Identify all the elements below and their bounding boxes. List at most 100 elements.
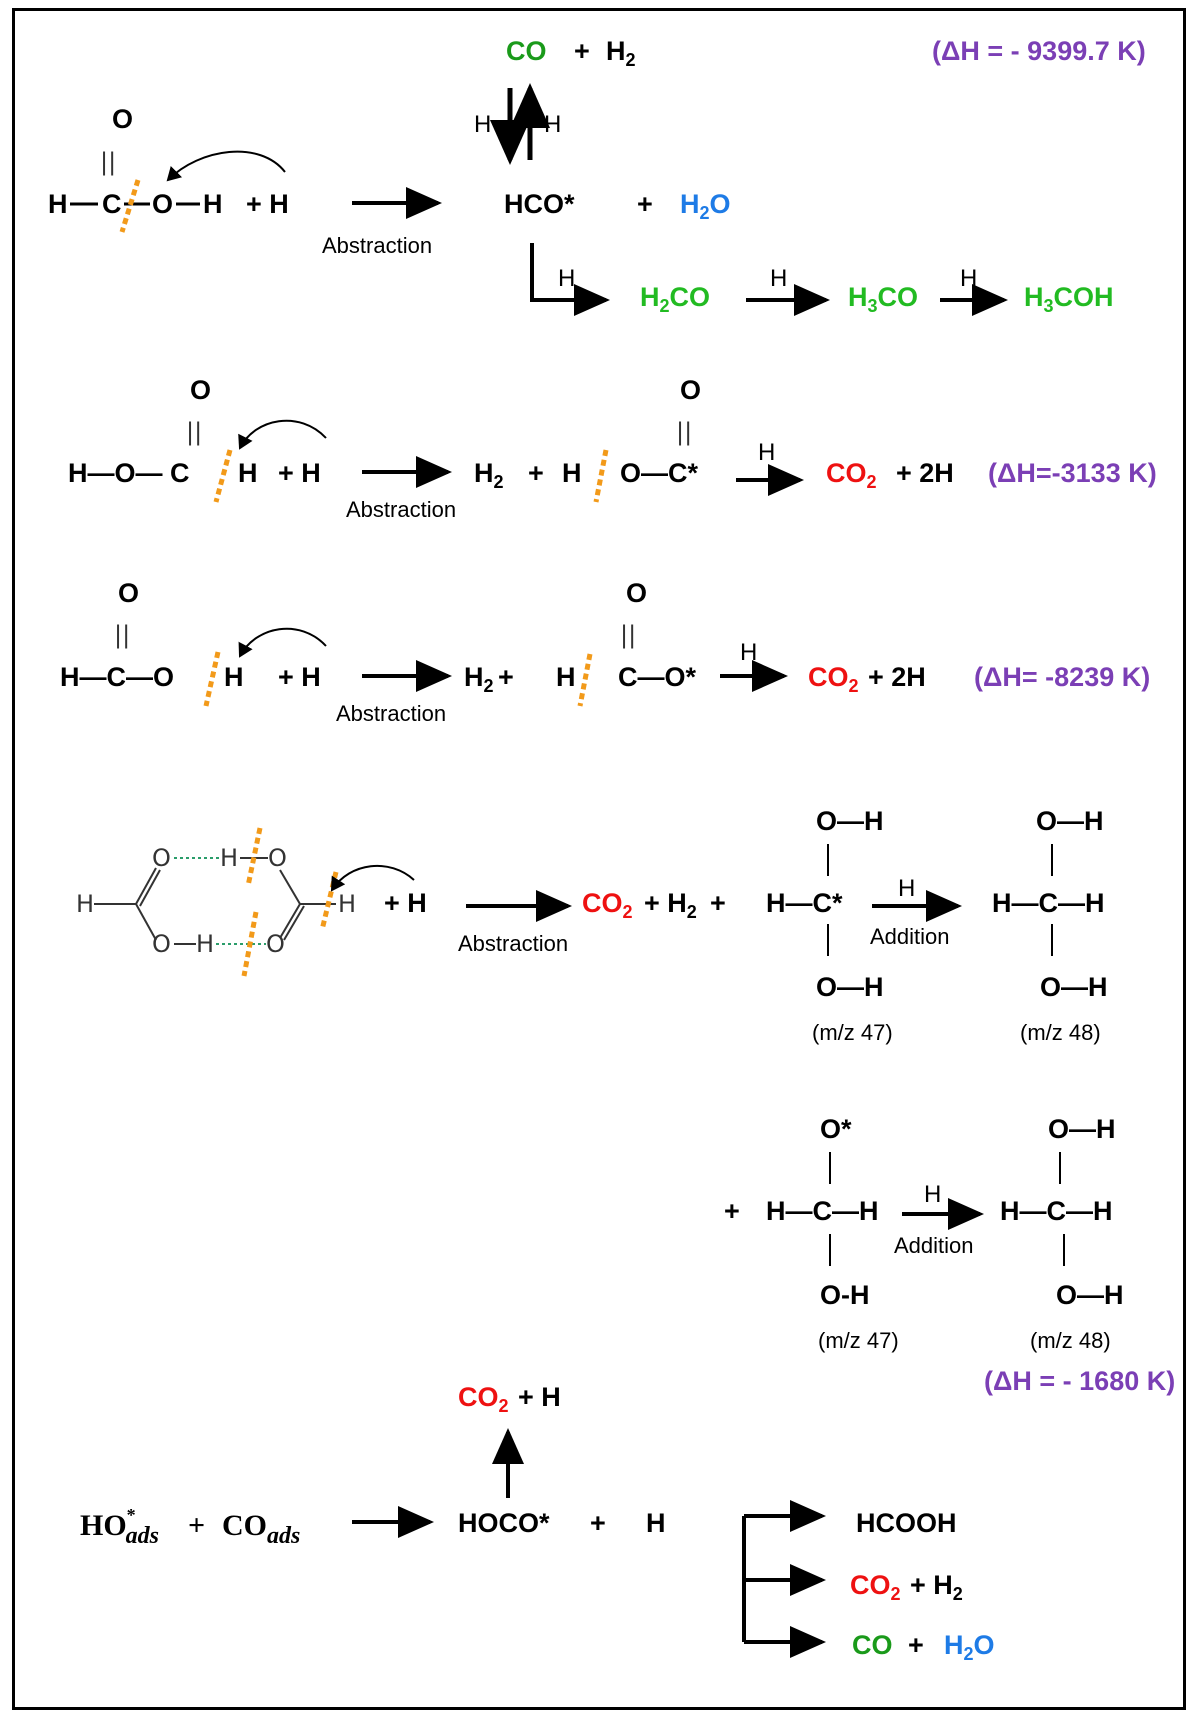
r3-curved-arrow [238,627,327,658]
r2-prod-H: H [562,458,582,488]
r5-prod-top-OH: O—H [1048,1114,1116,1144]
r3-prod-H: H [556,662,576,692]
formic-acid-dimer: H O H O O H O H [76,827,415,977]
r2-plus: + [528,458,544,488]
r3-plus-2H: + 2H [868,662,926,692]
dimer-bond [139,869,161,907]
r2-arrow-H: H [758,439,775,466]
r1-arrow3-H: H [960,265,977,292]
r2-plus-2H: + 2H [896,458,954,488]
r6-p2-H2: + H2 [910,1570,963,1604]
dimer-H-a: H [220,844,238,872]
r1-plus2: + [637,189,653,219]
r4-CO2: CO2 [582,888,633,922]
r1-oxygen2: O [152,189,173,219]
r3-plus: + [498,662,514,692]
r4-abstraction-label: Abstraction [458,931,568,956]
r2-oxygen: O [190,375,211,405]
r1-H-right: H [203,189,223,219]
r6-p3-CO: CO [852,1630,893,1660]
r2-prod-rest: O—C* [620,458,699,488]
r4-mz47: (m/z 47) [812,1020,893,1045]
r3-oxygen2: O [626,578,647,608]
r6-HO-ads: HO*ads [80,1505,159,1549]
r6-p3-plus: + [908,1630,924,1660]
r5-add-H: H [924,1181,941,1208]
r3-cleavage-mark [203,651,221,707]
dimer-bond [135,867,157,905]
r2-double-bond: || [186,418,202,446]
r4-add-H: H [898,875,915,902]
r1-H2: H2 [606,36,636,70]
r2-cleavage-mark-2 [593,449,609,503]
r3-plus-H: + H [278,662,321,692]
dimer-cleavage-mark [319,871,339,931]
r5-prod-mid: H—C—H [1000,1196,1113,1226]
reaction-4: H O H O O H O H + H Abstrac [76,806,1108,1045]
dimer-bond [279,869,301,905]
r5-top-O: O* [820,1114,852,1144]
r6-HOCO: HOCO* [458,1508,550,1538]
r4-top-OH: O—H [816,806,884,836]
r1-H3CO: H3CO [848,282,918,316]
r1-plus: + [574,36,590,66]
r4-curved-arrow [330,864,415,892]
r1-cleavage-mark [119,179,141,233]
r6-p3-H2O: H2O [944,1630,995,1664]
r4-plus-H2: + H2 [644,888,697,922]
r1-CO: CO [506,36,547,66]
r2-H-end: H [238,458,258,488]
r5-mid: H—C—H [766,1196,879,1226]
dimer-cleavage-mark [241,911,259,977]
r3-prod-rest: C—O* [618,662,697,692]
r5-mz48: (m/z 48) [1030,1328,1111,1353]
dimer-H-right: H [338,890,356,918]
r2-CO2: CO2 [826,458,877,492]
r4-prod-mid: H—C—H [992,888,1105,918]
dimer-O-b: O [268,844,287,872]
r1-H2O: H2O [680,189,731,223]
r3-enthalpy: (ΔH= -8239 K) [974,662,1150,692]
r1-down-H: H [474,111,491,138]
r1-branch-H: H [558,265,575,292]
r5-bot-OH: O-H [820,1280,870,1310]
dimer-bond [283,905,305,941]
r1-up-H: H [544,111,561,138]
r1-curved-arrow [166,150,286,182]
figure-frame [12,8,1186,1710]
dimer-O-c: O [152,930,171,958]
r4-prod-top-OH: O—H [1036,806,1104,836]
r1-arrow2-H: H [770,265,787,292]
dimer-O-a: O [152,844,171,872]
r4-mz48: (m/z 48) [1020,1020,1101,1045]
reaction-1: O || H C O H + H Abstraction CO + H2 (ΔH… [48,36,1146,316]
dimer-H: H [76,890,94,918]
reaction-2: O || H—O— C H + H Abstraction H2 + H O—C… [68,375,1157,522]
r4-plus: + [710,888,726,918]
r1-HCO: HCO* [504,189,575,219]
r4-addition-label: Addition [870,924,950,949]
r1-plus-H: + H [246,189,289,219]
r3-cleavage-mark-2 [577,653,593,707]
r1-carbon: C [102,189,122,219]
r5-enthalpy: (ΔH = - 1680 K) [984,1366,1175,1396]
r6-p2-CO2: CO2 [850,1570,901,1604]
r3-H2: H2 [464,662,494,696]
reaction-3: O || H—C—O H + H Abstraction H2 + H C—O*… [60,578,1150,726]
r3-CO2: CO2 [808,662,859,696]
r2-oxygen2: O [680,375,701,405]
r3-oxygen: O [118,578,139,608]
r3-formula: H—C—O [60,662,174,692]
r5-addition-label: Addition [894,1233,974,1258]
dimer-bond [279,903,301,939]
r6-plus: + [188,1509,205,1542]
r4-bot-OH: O—H [816,972,884,1002]
r1-abstraction-label: Abstraction [322,233,432,258]
r5-prod-bot-OH: O—H [1056,1280,1124,1310]
r3-abstraction-label: Abstraction [336,701,446,726]
r3-double-bond2: || [620,621,636,649]
dimer-bond [135,903,157,941]
reaction-5: O* + H—C—H O-H (m/z 47) H Addition O—H H… [724,1114,1175,1396]
r3-arrow-H: H [740,639,757,666]
